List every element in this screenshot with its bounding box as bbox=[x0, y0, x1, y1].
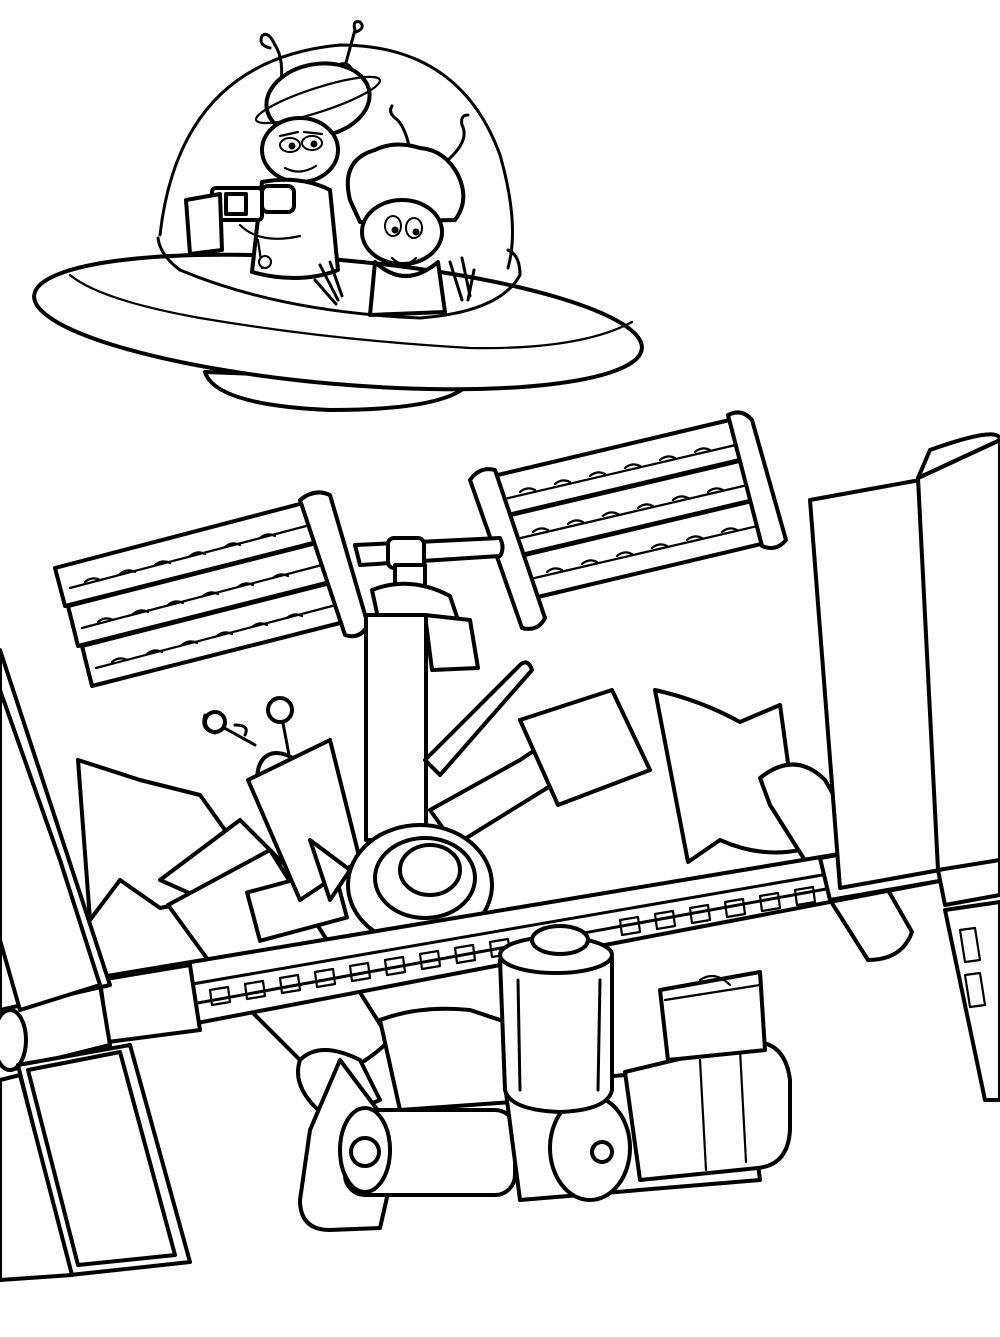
solar-array-right bbox=[808, 432, 1000, 1102]
module-canister bbox=[498, 924, 614, 1114]
central-node bbox=[308, 823, 494, 947]
saucer-disc bbox=[32, 252, 644, 392]
saucer-dome bbox=[158, 43, 514, 270]
solar-array-top-right bbox=[468, 410, 788, 631]
saucer-cockpit-well bbox=[156, 236, 522, 320]
robotic-arm bbox=[423, 660, 652, 847]
saucer-disc-inner-rim bbox=[68, 273, 634, 350]
alien-pilot bbox=[184, 20, 382, 280]
alien-passenger bbox=[313, 104, 476, 317]
flying-saucer bbox=[32, 20, 644, 412]
solar-array-top-left bbox=[53, 490, 370, 688]
central-mast bbox=[353, 536, 505, 842]
solar-array-left bbox=[0, 648, 192, 1282]
space-station bbox=[0, 410, 1000, 1282]
